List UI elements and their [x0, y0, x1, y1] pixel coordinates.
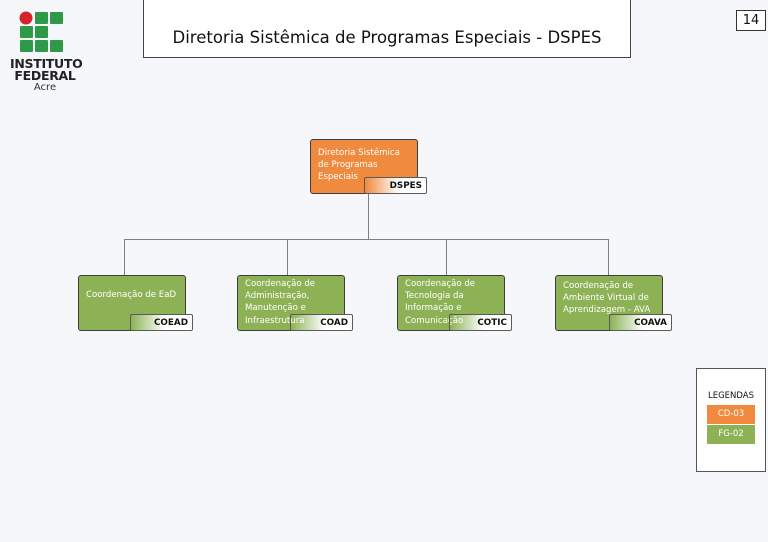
- connector-child-3: [446, 239, 447, 275]
- connector-root-down: [368, 193, 369, 240]
- org-code-tag-cotic: COTIC: [449, 314, 512, 331]
- org-code-tag-dspes: DSPES: [364, 177, 427, 194]
- connector-child-1: [124, 239, 125, 275]
- institution-logo: INSTITUTO FEDERAL Acre: [10, 10, 83, 102]
- page-title: Diretoria Sistêmica de Programas Especia…: [172, 28, 602, 47]
- org-box-label: Coordenação de Ambiente Virtual de Apren…: [563, 281, 651, 316]
- org-code-tag-coad: COAD: [290, 314, 353, 331]
- legend-item-fg02: FG-02: [707, 425, 755, 444]
- org-code-tag-coead: COEAD: [130, 314, 193, 331]
- org-code-tag-coava: COAVA: [609, 314, 672, 331]
- connector-horizontal: [124, 239, 609, 240]
- logo-line-institute: INSTITUTO: [10, 56, 83, 71]
- connector-child-4: [608, 239, 609, 275]
- connector-child-2: [287, 239, 288, 275]
- org-box-label: Coordenação de Tecnologia da Informação …: [405, 279, 476, 326]
- legend-box: LEGENDAS CD-03 FG-02: [696, 368, 766, 472]
- logo-line-state: Acre: [33, 82, 57, 93]
- logo-line-federal: FEDERAL: [14, 68, 76, 83]
- page-title-box: Diretoria Sistêmica de Programas Especia…: [143, 0, 631, 58]
- page-number: 14: [736, 10, 766, 31]
- legend-title: LEGENDAS: [707, 391, 755, 401]
- legend-item-cd03: CD-03: [707, 405, 755, 424]
- org-box-label: Coordenação de EaD: [86, 290, 177, 300]
- logo-grid-icon: [19, 11, 63, 52]
- org-box-label: Coordenação de Administração, Manutenção…: [245, 279, 316, 326]
- org-box-label: Diretoria Sistêmica de Programas Especia…: [318, 148, 400, 183]
